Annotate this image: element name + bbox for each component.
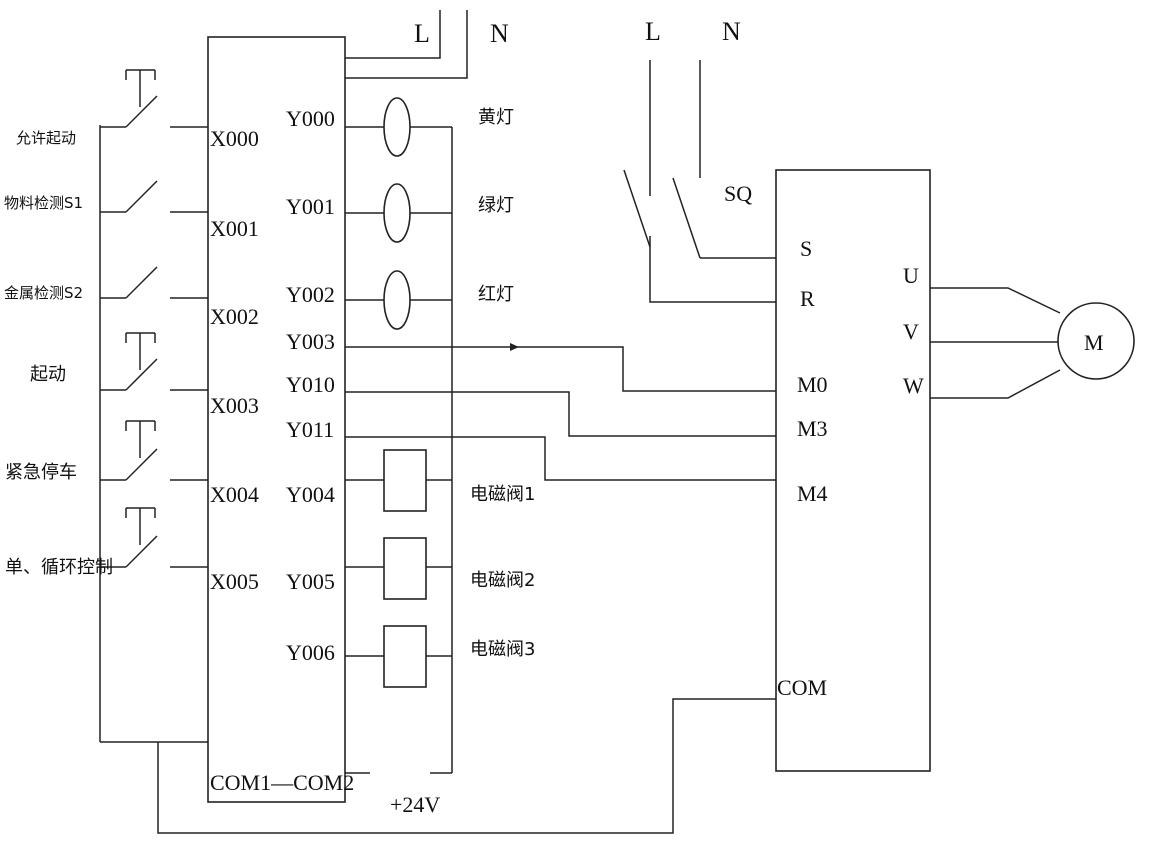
plc-input-terminal: X000 <box>210 126 259 151</box>
plc-output-terminal: Y000 <box>286 106 335 131</box>
vfd-terminal-m4: M4 <box>797 481 828 506</box>
input-label: 紧急停车 <box>5 462 77 483</box>
plc-box <box>207 36 346 803</box>
supply-l-label: L <box>645 17 661 46</box>
speed-signal-wires <box>345 343 776 481</box>
supply-l-label: L <box>414 19 430 48</box>
arrow-icon <box>510 343 519 351</box>
vfd-terminal-r: R <box>800 286 815 311</box>
wire-y011-m4 <box>345 436 776 481</box>
plc-output-terminal: Y003 <box>286 329 335 354</box>
plc-output-terminal: Y004 <box>286 482 335 507</box>
plc-output-terminal: Y001 <box>286 194 335 219</box>
power-24v-label: +24V <box>390 792 440 817</box>
plc-power-feed: L N <box>345 10 509 79</box>
switch-sq-label: SQ <box>724 181 752 206</box>
com-return-wire <box>157 698 776 834</box>
plc-output-terminal: Y005 <box>286 569 335 594</box>
input-label: 单、循环控制 <box>5 557 113 578</box>
valve-label: 电磁阀1 <box>470 484 535 505</box>
input-switch-x002 <box>100 266 208 299</box>
plc-input-terminal: X005 <box>210 569 259 594</box>
plc-output-terminal: Y006 <box>286 640 335 665</box>
plc-output-terminal: Y011 <box>286 417 334 442</box>
input-label: 允许起动 <box>16 129 76 147</box>
plc-output-terminal: Y010 <box>286 372 335 397</box>
lamp-green <box>345 183 452 243</box>
vfd-terminal-m0: M0 <box>797 372 828 397</box>
plc-input-terminal: X001 <box>210 216 259 241</box>
input-label: 金属检测S2 <box>4 284 83 302</box>
wire-y003-m0 <box>345 346 776 392</box>
vfd-terminal-com: COM <box>777 675 827 700</box>
plc-input-terminal: X003 <box>210 393 259 418</box>
plc-output-terminal: Y002 <box>286 282 335 307</box>
lamp-label: 绿灯 <box>478 195 514 216</box>
plc-n-wire <box>345 10 468 79</box>
lamp-red <box>345 270 452 330</box>
vfd-terminal-u: U <box>903 263 919 288</box>
vfd-supply: L N SQ <box>623 17 776 303</box>
input-label: 起动 <box>30 364 66 385</box>
input-switch-x005 <box>100 507 208 568</box>
vfd-terminal-s: S <box>800 236 812 261</box>
wire-y010-m3 <box>345 391 776 437</box>
input-section: 允许起动 物料检测S1 金属检测S2 起动 紧急停车 单、循环控制 <box>4 69 776 834</box>
motor-icon <box>1057 302 1135 380</box>
wire-u <box>930 287 1061 314</box>
vfd-terminal-w: W <box>903 373 924 398</box>
plc-unit: X000 X001 X002 X003 X004 X005 Y000 Y001 … <box>207 36 354 803</box>
plc-l-wire <box>345 10 441 59</box>
wire-w <box>930 369 1061 399</box>
motor: M <box>930 287 1135 399</box>
output-loads: +24V 黄灯 绿灯 红灯 <box>345 97 535 817</box>
input-switch-x003 <box>100 332 208 391</box>
plc-input-terminal: X002 <box>210 304 259 329</box>
valve-3 <box>345 625 452 688</box>
vfd-unit: S R M0 M3 M4 COM U V W <box>775 169 931 772</box>
input-switch-x000 <box>100 69 208 128</box>
valve-label: 电磁阀3 <box>470 639 535 660</box>
plc-input-terminal: X004 <box>210 482 259 507</box>
input-switch-x004 <box>100 420 208 481</box>
lamp-label: 黄灯 <box>478 107 514 128</box>
plc-common-label: COM1—COM2 <box>210 770 354 795</box>
vfd-box <box>775 169 931 772</box>
input-label: 物料检测S1 <box>4 194 83 212</box>
vfd-terminal-m3: M3 <box>797 416 828 441</box>
valve-label: 电磁阀2 <box>470 570 535 591</box>
supply-n-label: N <box>722 17 741 46</box>
vfd-terminal-v: V <box>903 319 919 344</box>
lamp-label: 红灯 <box>478 284 514 305</box>
input-switch-x001 <box>100 180 208 213</box>
valve-1 <box>345 449 452 512</box>
supply-n-label: N <box>490 19 509 48</box>
valve-2 <box>345 537 452 600</box>
motor-label: M <box>1084 330 1104 355</box>
lamp-yellow <box>345 97 452 157</box>
